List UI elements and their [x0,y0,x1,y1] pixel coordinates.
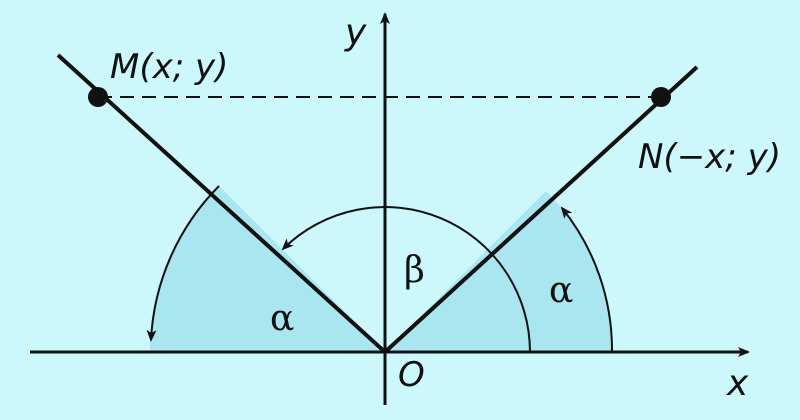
beta-arc [281,206,531,353]
beta-label: β [404,250,425,291]
point-m [88,87,108,107]
point-m-label: M(x; y) [110,47,228,87]
alpha-left-label: α [270,298,294,339]
ray-om [56,53,387,354]
sector-left-alpha [150,186,385,352]
point-n [651,87,671,107]
point-n-label: N(−x; y) [638,137,781,177]
alpha-right-arc [560,206,614,353]
x-axis-label: x [726,363,749,404]
ray-on [383,65,699,354]
alpha-right-label: α [549,270,573,311]
sector-right-alpha [385,191,613,352]
y-axis-label: y [344,12,367,53]
alpha-left-arc [146,185,220,342]
origin-label: O [398,355,425,395]
